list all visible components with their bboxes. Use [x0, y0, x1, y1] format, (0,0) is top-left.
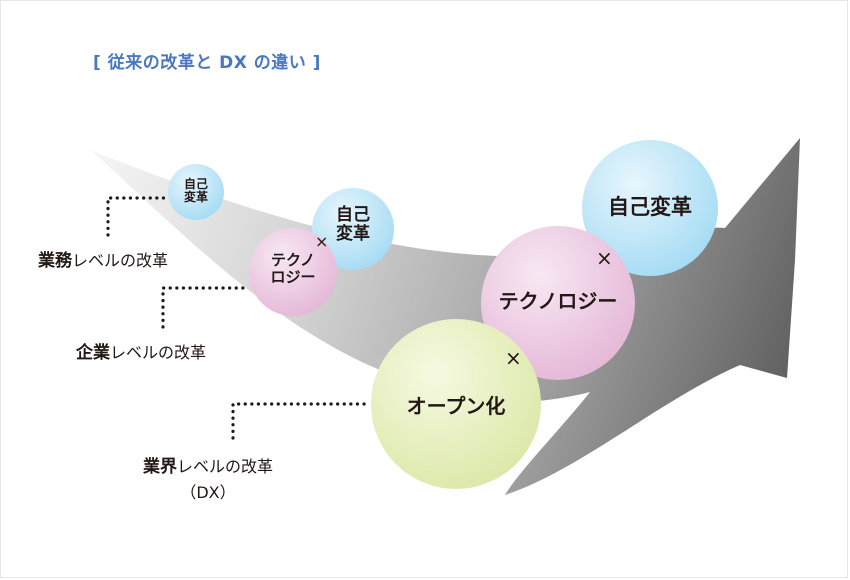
growth-arrow-shape — [90, 138, 800, 495]
company-level-text: レベルの改革 — [110, 343, 207, 362]
small-self-label: 自己 変革 — [183, 177, 208, 205]
connector-company-level — [161, 286, 250, 329]
industry-level-text: レベルの改革 — [177, 457, 274, 476]
large-tech-label: テクノロジー — [498, 289, 618, 313]
circle-self-large — [582, 140, 718, 276]
business-level-label: 業務レベルの改革 — [38, 246, 168, 271]
diagram-title: [ 従来の改革と DX の違い ] — [93, 53, 321, 73]
mid-self-label: 自己 変革 — [336, 205, 370, 244]
circle-tech-medium — [249, 228, 337, 316]
multiply-sign-tech-large: × — [596, 246, 613, 270]
large-self-label: 自己変革 — [608, 195, 692, 219]
industry-level-label: 業界レベルの改革 （DX） — [143, 452, 273, 503]
mid-tech-label: テクノ ロジー — [270, 251, 316, 286]
connector-industry-level — [231, 402, 370, 440]
circle-open-large — [371, 319, 541, 489]
industry-level-dx: （DX） — [180, 483, 236, 502]
company-level-label: 企業レベルの改革 — [76, 338, 206, 363]
business-level-emphasis: 業務 — [38, 251, 72, 271]
company-level-emphasis: 企業 — [76, 343, 110, 363]
circle-self-small — [168, 164, 224, 220]
multiply-sign-small: × — [315, 232, 329, 251]
industry-level-emphasis: 業界 — [143, 457, 177, 477]
large-open-label: オープン化 — [406, 394, 506, 418]
business-level-text: レベルの改革 — [72, 251, 169, 270]
connector-business-level — [106, 196, 172, 237]
circle-self-medium — [312, 188, 394, 270]
multiply-sign-open-large: × — [505, 346, 522, 370]
circle-tech-large — [481, 226, 635, 380]
